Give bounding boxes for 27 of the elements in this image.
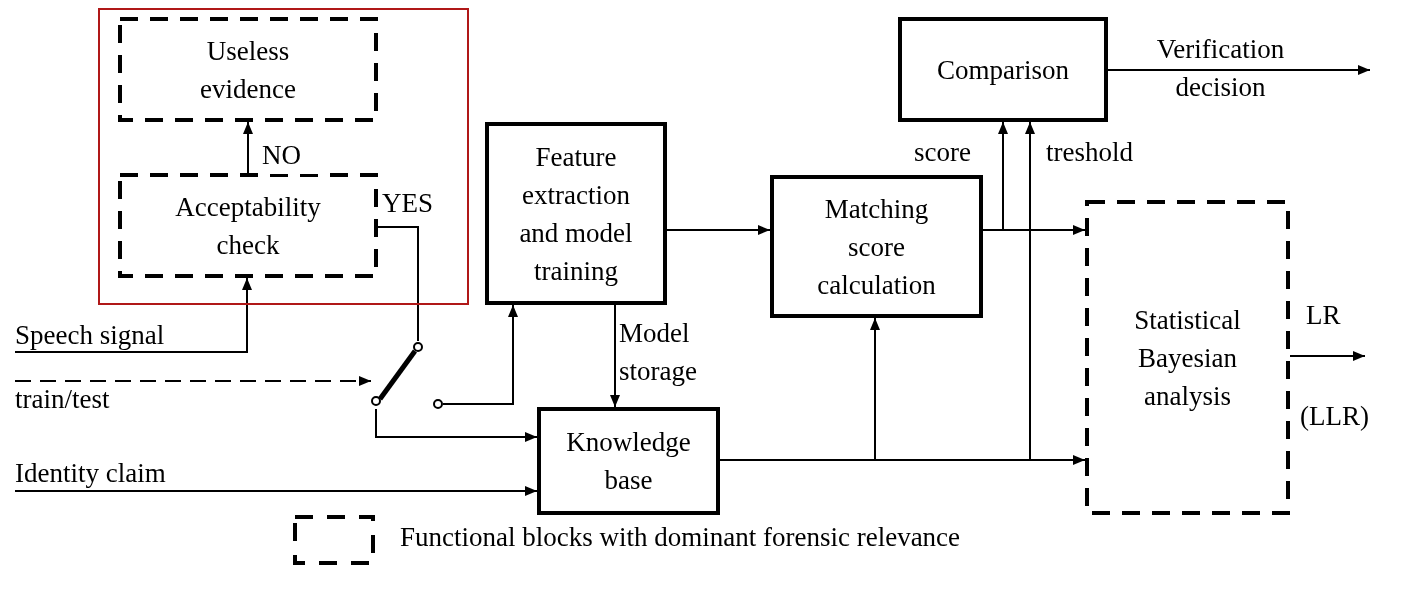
process-box: Statistical Bayesian analysis (1085, 200, 1290, 515)
arrow (1289, 351, 1366, 361)
arrow (666, 225, 771, 235)
process-box: Acceptability check (118, 173, 378, 278)
arrow (375, 408, 538, 442)
process-box: Matching score calculation (770, 175, 983, 318)
process-box: Knowledge base (537, 407, 720, 515)
process-box: Comparison (898, 17, 1108, 122)
input-label: train/test (15, 381, 155, 417)
input-label: Identity claim (15, 455, 215, 491)
input-label: Speech signal (15, 318, 215, 352)
legend-label: Functional blocks with dominant forensic relevance (400, 522, 961, 553)
process-box: Useless evidence (118, 17, 378, 122)
arrow (442, 304, 518, 405)
arrow (14, 277, 252, 353)
arrow (14, 486, 538, 496)
group-frame (98, 8, 469, 305)
arrow (982, 225, 1086, 235)
switch-symbol (371, 341, 443, 409)
process-box: Feature extraction and model training (485, 122, 667, 305)
arrow (14, 376, 372, 386)
arrow (243, 121, 253, 174)
arrow (1107, 65, 1371, 75)
output-label: (LLR) (1300, 400, 1369, 433)
arrow (610, 304, 620, 408)
arrow (719, 455, 1086, 465)
edge-label: Verification decision (1155, 33, 1286, 104)
